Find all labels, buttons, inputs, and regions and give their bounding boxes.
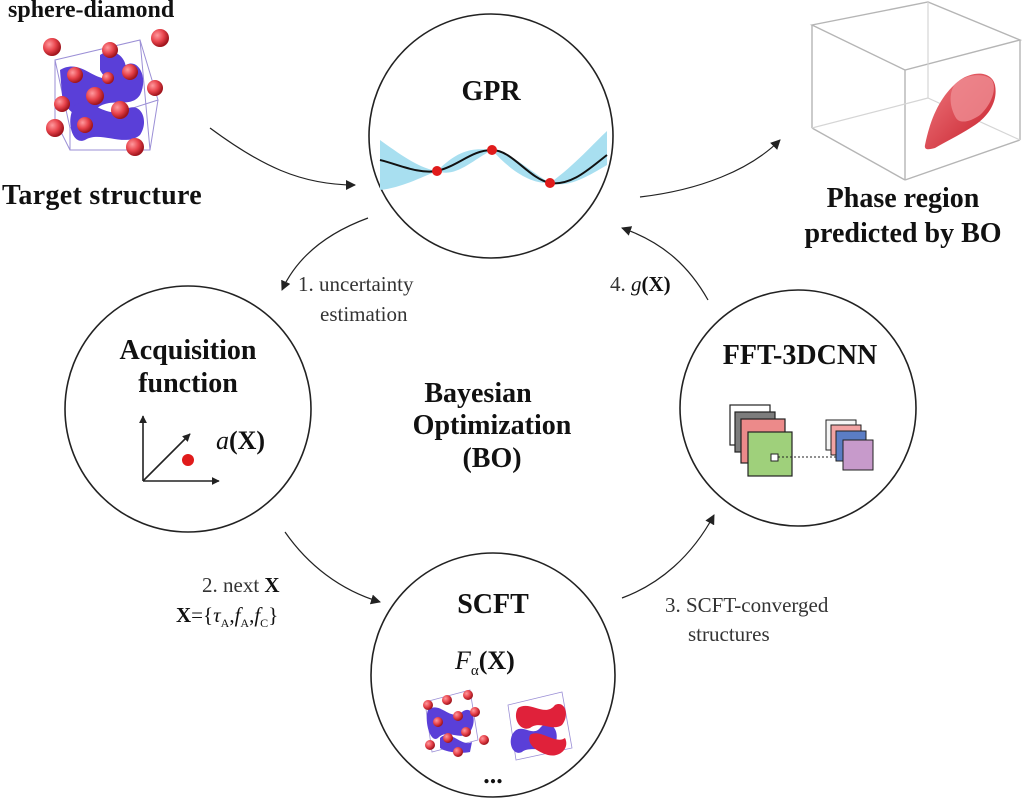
arrows: [209, 127, 781, 605]
step2-comma2: ,: [249, 603, 255, 627]
step2-line1: 2. next X: [202, 573, 280, 598]
step1-line1: 1. uncertainty: [298, 272, 414, 296]
step2-comma1: ,: [229, 603, 235, 627]
target-structure-name: sphere-diamond: [8, 0, 175, 23]
scft-title: SCFT: [457, 589, 529, 620]
arrow-acquisition-to-scft: [284, 531, 381, 605]
acquisition-func-arg: (X): [229, 426, 266, 455]
scft-structure-1: [423, 689, 489, 757]
scft-circle: [370, 552, 616, 798]
fftcnn-circle: [679, 289, 917, 527]
step2-fA: f: [234, 603, 241, 627]
step2-fC-sub: C: [260, 616, 269, 631]
step4-arg: (X): [641, 272, 671, 296]
scft-func-sub: α: [470, 663, 479, 680]
step2-fA-sub: A: [240, 616, 250, 631]
step4-func: g: [631, 272, 642, 296]
acquisition-title-line1: Acquisition: [119, 335, 257, 366]
target-structure-image: [43, 29, 169, 156]
acquisition-point: [182, 454, 194, 466]
step1-line2: estimation: [320, 302, 408, 326]
acquisition-func-name: a: [216, 426, 229, 455]
step2-prefix: 2. next: [202, 573, 265, 597]
scft-function-label: Fα(X): [455, 646, 515, 680]
arrow-scft-to-fftcnn: [621, 514, 715, 599]
center-line1: Bayesian: [424, 378, 532, 409]
scft-structure-images: [423, 689, 573, 761]
step2-close: }: [268, 603, 279, 627]
gpr-title: GPR: [461, 76, 521, 107]
arrow-gpr-to-phase: [639, 139, 781, 198]
gpr-point-3: [545, 178, 555, 188]
arrow-target-to-gpr: [209, 127, 356, 190]
phase-line1: Phase region: [826, 183, 980, 214]
acquisition-circle: [64, 285, 312, 533]
acquisition-function-label: a(X): [216, 426, 265, 456]
gpr-uncertainty-band: [380, 131, 607, 190]
target-structure-caption: Target structure: [2, 180, 202, 211]
step2-tau-sub: A: [220, 616, 230, 631]
scft-ellipsis: ...: [483, 760, 503, 789]
gpr-circle: [368, 13, 614, 259]
gpr-point-1: [432, 166, 442, 176]
cnn-layers: [729, 404, 874, 477]
acquisition-title-line2: function: [138, 368, 238, 399]
step3-line2: structures: [688, 622, 770, 646]
gpr-point-2: [487, 145, 497, 155]
step4-label: 4. g(X): [610, 272, 671, 297]
step2-equation: X={τA,fA,fC}: [176, 603, 278, 631]
arrow-gpr-to-acquisition: [281, 217, 369, 291]
acquisition-axes: [139, 415, 220, 485]
step2-eq: ={: [191, 603, 214, 627]
gpr-plot: [379, 131, 608, 190]
phase-region-image: [809, 1, 1023, 181]
arrow-fftcnn-to-gpr: [621, 226, 709, 301]
scft-func-arg: (X): [478, 646, 515, 675]
step2-X: X: [176, 603, 192, 627]
step3-line1: 3. SCFT-converged: [665, 593, 829, 617]
center-line3: (BO): [462, 443, 522, 474]
step2-fC: f: [254, 603, 261, 627]
scft-structure-2: [507, 691, 573, 761]
center-line2: Optimization: [412, 410, 572, 441]
phase-line2: predicted by BO: [804, 218, 1002, 249]
step2-tau: τ: [213, 603, 221, 627]
step2-var: X: [264, 573, 280, 597]
scft-func-name: F: [455, 646, 471, 675]
fftcnn-title: FFT-3DCNN: [722, 340, 878, 371]
step4-prefix: 4.: [610, 272, 631, 296]
